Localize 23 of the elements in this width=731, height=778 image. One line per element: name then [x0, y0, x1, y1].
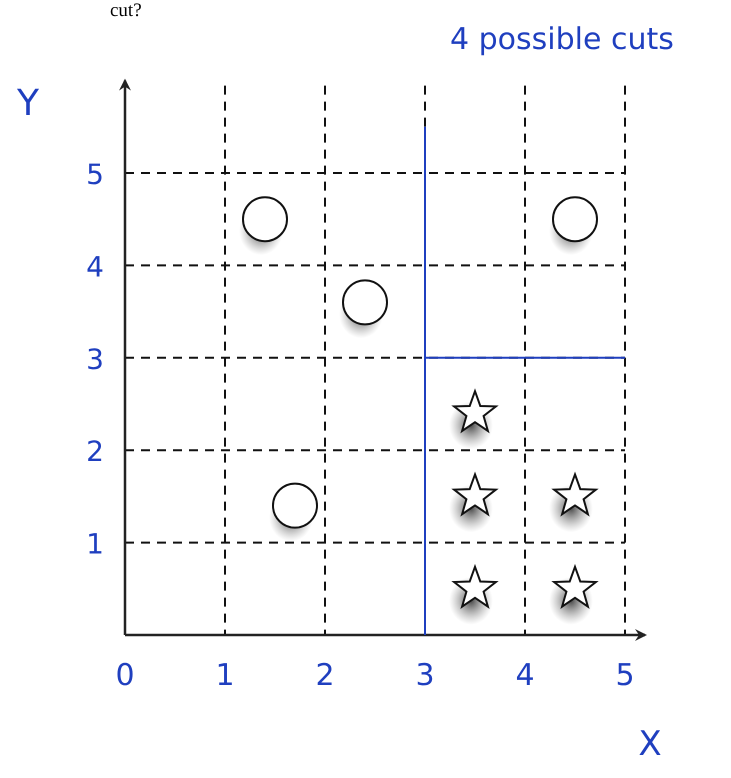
axis-title: Y — [17, 83, 39, 124]
point — [552, 196, 598, 242]
tick-label: 5 — [615, 658, 635, 693]
tick-label: 3 — [415, 658, 435, 693]
note-text: cut? — [110, 0, 142, 22]
point — [453, 473, 497, 516]
point — [242, 196, 288, 242]
tick-label: 2 — [86, 435, 104, 468]
axis-title: X — [638, 724, 662, 764]
point — [453, 390, 497, 432]
tick-label: 2 — [315, 658, 335, 693]
tick-label: 0 — [115, 658, 135, 693]
tick-label: 4 — [86, 250, 104, 284]
point — [342, 279, 388, 326]
point — [553, 566, 597, 608]
tick-label: 5 — [86, 158, 104, 191]
tick-label: 1 — [86, 528, 104, 561]
tick-label: 3 — [86, 342, 104, 376]
handwritten-note: 4 possible cuts — [450, 22, 674, 57]
point — [553, 473, 597, 516]
point — [453, 566, 497, 608]
tick-label: 4 — [515, 658, 535, 693]
tick-label: 1 — [215, 658, 235, 693]
